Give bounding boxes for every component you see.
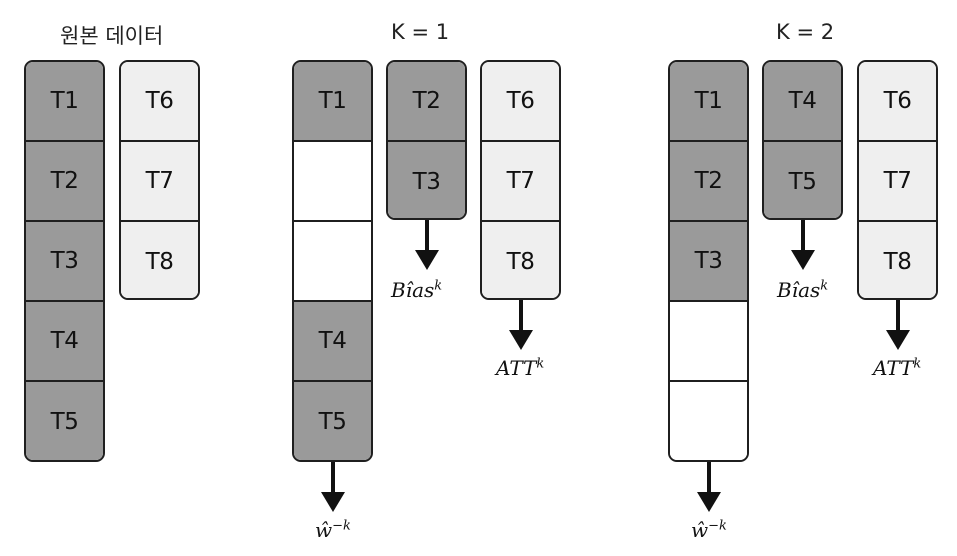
cell-t3: T3 (388, 142, 465, 218)
cell-t8: T8 (482, 222, 559, 298)
att-estimate-label: ATTk (496, 356, 545, 380)
cell-t5: T5 (26, 382, 103, 460)
arrow-down-icon (415, 250, 439, 270)
cell-t1: T1 (26, 62, 103, 142)
cell-empty (670, 382, 747, 460)
arrow-line (707, 462, 711, 494)
arrow-line (896, 300, 900, 332)
cell-t6: T6 (121, 62, 198, 142)
k1-train-column: T1 T4 T5 (292, 60, 373, 462)
k1-att-column: T6 T7 T8 (480, 60, 561, 300)
cell-t7: T7 (859, 142, 936, 222)
cell-t1: T1 (670, 62, 747, 142)
original-control-column: T6 T7 T8 (119, 60, 200, 300)
k1-bias-column: T2 T3 (386, 60, 467, 220)
cell-t5: T5 (764, 142, 841, 218)
cell-t4: T4 (26, 302, 103, 382)
arrow-line (331, 462, 335, 494)
cell-t2: T2 (388, 62, 465, 142)
cell-t2: T2 (26, 142, 103, 222)
cell-t7: T7 (482, 142, 559, 222)
bias-estimate-label: Bîask (777, 278, 829, 302)
arrow-down-icon (886, 330, 910, 350)
k2-title: K = 2 (776, 20, 835, 44)
cell-t8: T8 (859, 222, 936, 298)
w-estimate-label: ŵ−k (691, 518, 727, 542)
arrow-down-icon (509, 330, 533, 350)
cell-empty (670, 302, 747, 382)
arrow-line (801, 220, 805, 252)
k2-att-column: T6 T7 T8 (857, 60, 938, 300)
original-treated-column: T1 T2 T3 T4 T5 (24, 60, 105, 462)
cell-t5: T5 (294, 382, 371, 460)
arrow-down-icon (697, 492, 721, 512)
cell-empty (294, 142, 371, 222)
cell-t8: T8 (121, 222, 198, 298)
cell-t1: T1 (294, 62, 371, 142)
arrow-line (425, 220, 429, 252)
cell-t6: T6 (859, 62, 936, 142)
bias-estimate-label: Bîask (391, 278, 443, 302)
k2-bias-column: T4 T5 (762, 60, 843, 220)
att-estimate-label: ATTk (873, 356, 922, 380)
arrow-down-icon (321, 492, 345, 512)
w-estimate-label: ŵ−k (315, 518, 351, 542)
original-data-title: 원본 데이터 (60, 24, 164, 48)
cell-t4: T4 (764, 62, 841, 142)
cell-t7: T7 (121, 142, 198, 222)
k1-title: K = 1 (391, 20, 450, 44)
cell-t6: T6 (482, 62, 559, 142)
cell-t4: T4 (294, 302, 371, 382)
cell-t3: T3 (670, 222, 747, 302)
cell-t2: T2 (670, 142, 747, 222)
cell-empty (294, 222, 371, 302)
arrow-down-icon (791, 250, 815, 270)
k2-train-column: T1 T2 T3 (668, 60, 749, 462)
arrow-line (519, 300, 523, 332)
cell-t3: T3 (26, 222, 103, 302)
